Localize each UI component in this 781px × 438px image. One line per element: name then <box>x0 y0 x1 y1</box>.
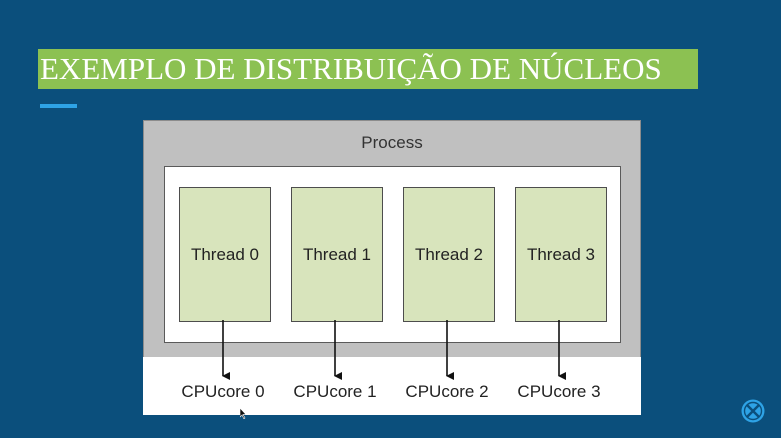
thread-label: Thread 1 <box>302 245 372 264</box>
cpu-core-label-1: CPUcore 1 <box>293 382 377 401</box>
title-underline <box>40 104 77 108</box>
cpu-core-label-0: CPUcore 0 <box>181 382 265 401</box>
process-diagram: Process Thread 0 Thread 1 Thread 2 Threa… <box>143 120 641 415</box>
thread-box-0: Thread 0 <box>179 187 271 322</box>
cpu-core-strip <box>143 357 641 415</box>
cpu-core-label-2: CPUcore 2 <box>405 382 489 401</box>
process-box: Process Thread 0 Thread 1 Thread 2 Threa… <box>143 120 641 358</box>
cpu-core-label-3: CPUcore 3 <box>517 382 601 401</box>
mouse-pointer-icon <box>240 408 247 419</box>
circle-x-logo-icon <box>741 399 765 423</box>
thread-label: Thread 0 <box>190 245 260 264</box>
thread-label: Thread 3 <box>526 245 596 264</box>
slide-title: EXEMPLO DE DISTRIBUIÇÃO DE NÚCLEOS <box>40 51 662 86</box>
thread-box-2: Thread 2 <box>403 187 495 322</box>
thread-box-1: Thread 1 <box>291 187 383 322</box>
process-label: Process <box>361 133 423 152</box>
thread-box-3: Thread 3 <box>515 187 607 322</box>
threads-container: Thread 0 Thread 1 Thread 2 Thread 3 <box>164 166 621 343</box>
thread-label: Thread 2 <box>414 245 484 264</box>
title-highlight <box>38 49 698 89</box>
